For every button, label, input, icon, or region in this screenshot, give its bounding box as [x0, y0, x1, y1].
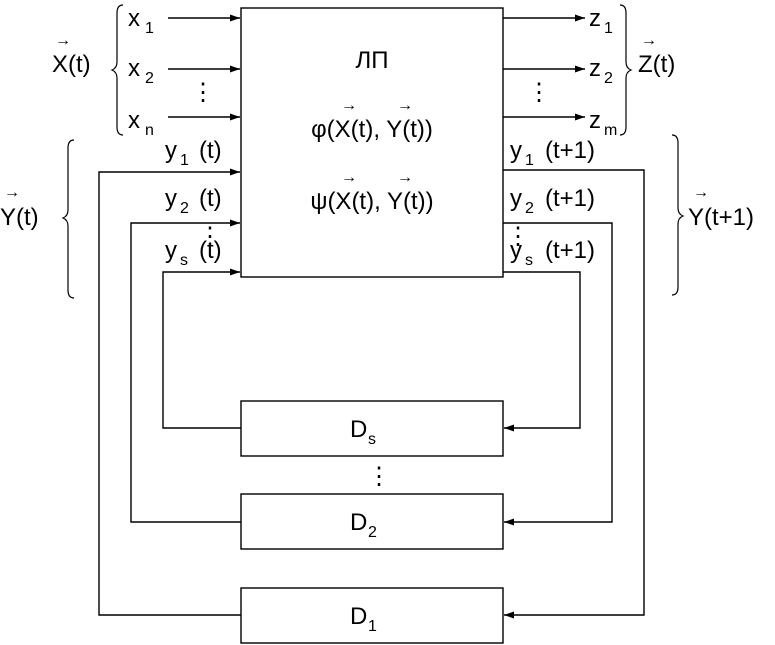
svg-text:→: →	[341, 169, 357, 186]
svg-text:y: y	[165, 185, 177, 212]
svg-text:→: →	[341, 97, 357, 114]
input-x-1: x 1	[128, 5, 154, 37]
svg-text:z: z	[589, 107, 601, 134]
svg-text:→: →	[397, 169, 413, 186]
feedback-in-1	[98, 168, 241, 616]
svg-text:D: D	[350, 509, 367, 536]
output-ellipsis: ⋮	[527, 79, 551, 106]
svg-text:D: D	[350, 603, 367, 630]
svg-text:y: y	[510, 185, 522, 212]
delay-label-2: D 2	[350, 509, 377, 541]
state-in-brace	[61, 139, 75, 299]
output-brace	[619, 4, 633, 136]
svg-text:x: x	[128, 55, 140, 82]
state-input-y-s: y s (t)	[165, 237, 222, 269]
svg-text:s: s	[525, 252, 533, 269]
svg-text:2: 2	[525, 200, 534, 217]
logic-block-title: ЛП	[356, 47, 389, 74]
delay-block-2	[240, 493, 504, 550]
svg-text:(t+1): (t+1)	[545, 237, 595, 264]
svg-text:(t): (t)	[199, 137, 222, 164]
output-z-m: z m	[589, 107, 617, 139]
svg-text:1: 1	[525, 152, 534, 169]
input-brace	[110, 4, 124, 136]
state-output-y-1: y 1 (t+1)	[510, 137, 595, 169]
delay-label-1: D 1	[350, 603, 377, 635]
svg-text:(t+1): (t+1)	[545, 137, 595, 164]
state-output-y-2: y 2 (t+1)	[510, 185, 595, 217]
svg-text:2: 2	[145, 70, 154, 87]
state-output-y-s: y s (t+1)	[510, 237, 595, 269]
phi-function: φ(X(t), Y(t))	[311, 116, 433, 143]
svg-text:→: →	[397, 97, 413, 114]
feedback-in-2	[130, 219, 241, 523]
state-out-vector-label: Y(t+1)	[688, 204, 754, 231]
svg-text:z: z	[589, 5, 601, 32]
output-vector-label: Z(t)	[638, 51, 675, 78]
svg-text:2: 2	[604, 70, 613, 87]
svg-text:y: y	[510, 237, 522, 264]
svg-text:z: z	[589, 55, 601, 82]
function-vector-arrows: → → → →	[341, 97, 413, 186]
delay-block-1	[240, 587, 504, 644]
output-vector-arrow: →	[641, 32, 657, 49]
feedback-out-s	[503, 271, 581, 432]
delay-ellipsis: ⋮	[367, 463, 391, 490]
state-input-y-2: y 2 (t)	[165, 185, 222, 217]
state-input-ellipsis: ⋮	[198, 223, 222, 250]
svg-text:m: m	[604, 122, 617, 139]
output-z-2: z 2	[589, 55, 613, 87]
svg-text:1: 1	[180, 152, 189, 169]
svg-text:1: 1	[368, 618, 377, 635]
input-vector-label: X(t)	[52, 51, 91, 78]
input-ellipsis: ⋮	[191, 79, 215, 106]
state-out-vector-arrow: →	[693, 184, 709, 201]
svg-text:x: x	[128, 107, 140, 134]
feedback-in-s	[162, 268, 241, 429]
svg-text:s: s	[180, 252, 188, 269]
input-x-n: x n	[128, 107, 154, 139]
delay-label-s: D s	[350, 416, 376, 448]
input-x-2: x 2	[128, 55, 154, 87]
svg-text:1: 1	[604, 20, 613, 37]
state-in-vector-label: Y(t)	[0, 204, 39, 231]
psi-function: ψ(X(t), Y(t))	[310, 188, 433, 215]
svg-text:D: D	[350, 416, 367, 443]
svg-text:s: s	[368, 431, 376, 448]
logic-block	[240, 7, 504, 278]
output-z-1: z 1	[589, 5, 613, 37]
state-out-brace	[671, 134, 685, 296]
svg-text:2: 2	[368, 524, 377, 541]
feedback-out-1	[503, 169, 645, 619]
svg-text:y: y	[510, 137, 522, 164]
input-vector-arrow: →	[55, 32, 71, 49]
svg-text:1: 1	[145, 20, 154, 37]
state-output-ellipsis: ⋮	[506, 223, 530, 250]
feedback-out-2	[503, 222, 613, 526]
svg-text:y: y	[165, 237, 177, 264]
svg-text:y: y	[165, 137, 177, 164]
state-input-y-1: y 1 (t)	[165, 137, 222, 169]
state-in-vector-arrow: →	[4, 184, 20, 201]
svg-text:n: n	[145, 122, 154, 139]
svg-text:(t+1): (t+1)	[545, 185, 595, 212]
svg-text:x: x	[128, 5, 140, 32]
svg-text:2: 2	[180, 200, 189, 217]
svg-text:(t): (t)	[199, 185, 222, 212]
svg-text:(t): (t)	[199, 237, 222, 264]
